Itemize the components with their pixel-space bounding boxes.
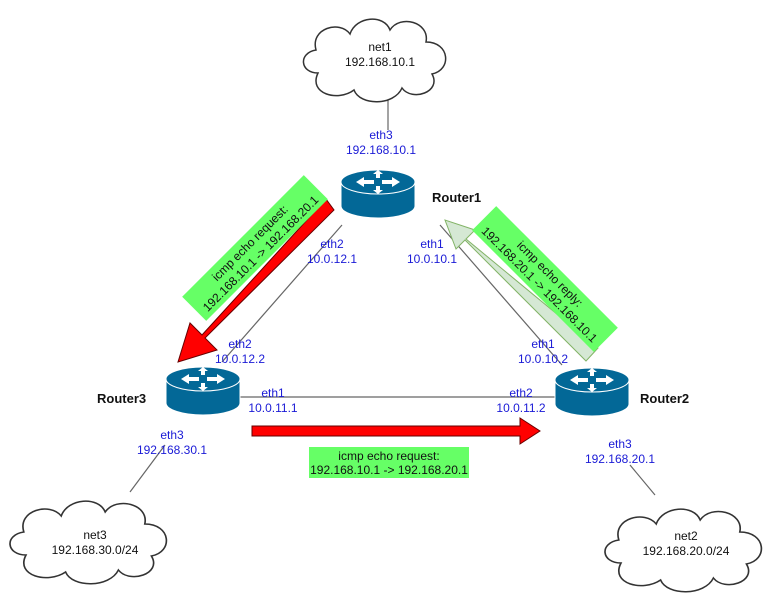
r3-eth1-ip: 10.0.11.1 bbox=[248, 401, 297, 415]
request-left-line2: 192.168.10.1 -> 192.168.20.1 bbox=[200, 193, 322, 315]
link-router2-net2 bbox=[629, 464, 656, 496]
r3-eth1-name: eth1 bbox=[261, 386, 285, 400]
r1-eth1-ip: 10.0.10.1 bbox=[407, 252, 457, 266]
r3-eth3-name: eth3 bbox=[160, 428, 184, 442]
router3-name: Router3 bbox=[97, 391, 146, 406]
router2-name: Router2 bbox=[640, 391, 689, 406]
reply-arrow bbox=[444, 219, 599, 362]
reply-label-right: icmp echo reply: 192.168.20.1 -> 192.168… bbox=[472, 206, 618, 352]
cloud-net3-subnet: 192.168.30.0/24 bbox=[52, 543, 139, 557]
r3-eth2-ip: 10.0.12.2 bbox=[215, 352, 265, 366]
r1-eth3-name: eth3 bbox=[369, 128, 393, 142]
reply-right-line2: 192.168.20.1 -> 192.168.10.1 bbox=[479, 224, 601, 346]
request-arrow-bottom bbox=[251, 417, 541, 445]
link-router1-router2 bbox=[439, 224, 563, 366]
cloud-net2-subnet: 192.168.20.0/24 bbox=[643, 544, 730, 558]
request-bottom-line2: 192.168.10.1 -> 192.168.20.1 bbox=[310, 463, 468, 477]
router3-icon bbox=[165, 366, 241, 416]
cloud-net1-name: net1 bbox=[368, 40, 392, 54]
router3-interfaces: eth2 10.0.12.2 eth1 10.0.11.1 eth3 192.1… bbox=[137, 337, 298, 457]
link-router3-net3 bbox=[129, 444, 166, 493]
r1-eth3-ip: 192.168.10.1 bbox=[346, 143, 416, 157]
request-label-bottom: icmp echo request: 192.168.10.1 -> 192.1… bbox=[309, 447, 469, 478]
r2-eth2-ip: 10.0.11.2 bbox=[496, 401, 545, 415]
request-arrow-left bbox=[177, 198, 335, 363]
r1-eth2-name: eth2 bbox=[320, 237, 344, 251]
cloud-net1-subnet: 192.168.10.1 bbox=[345, 55, 415, 69]
r2-eth2-name: eth2 bbox=[509, 386, 533, 400]
router1-icon bbox=[340, 169, 416, 219]
router1-name: Router1 bbox=[432, 190, 481, 205]
r2-eth1-ip: 10.0.10.2 bbox=[518, 352, 568, 366]
cloud-net2-name: net2 bbox=[674, 529, 698, 543]
router1-interfaces: eth3 192.168.10.1 eth2 10.0.12.1 eth1 10… bbox=[307, 128, 457, 266]
router2-interfaces: eth1 10.0.10.2 eth2 10.0.11.2 eth3 192.1… bbox=[496, 337, 655, 466]
links bbox=[129, 100, 656, 496]
router2-icon bbox=[554, 367, 630, 417]
cloud-net3-name: net3 bbox=[83, 528, 107, 542]
link-router1-router3 bbox=[221, 224, 343, 363]
request-label-left: icmp echo request: 192.168.10.1 -> 192.1… bbox=[182, 175, 328, 321]
r1-eth2-ip: 10.0.12.1 bbox=[307, 252, 357, 266]
r2-eth3-ip: 192.168.20.1 bbox=[585, 452, 655, 466]
request-bottom-line1: icmp echo request: bbox=[338, 449, 439, 463]
r3-eth3-ip: 192.168.30.1 bbox=[137, 443, 207, 457]
r2-eth3-name: eth3 bbox=[608, 437, 632, 451]
r1-eth1-name: eth1 bbox=[420, 237, 444, 251]
r3-eth2-name: eth2 bbox=[228, 337, 252, 351]
r2-eth1-name: eth1 bbox=[531, 337, 555, 351]
